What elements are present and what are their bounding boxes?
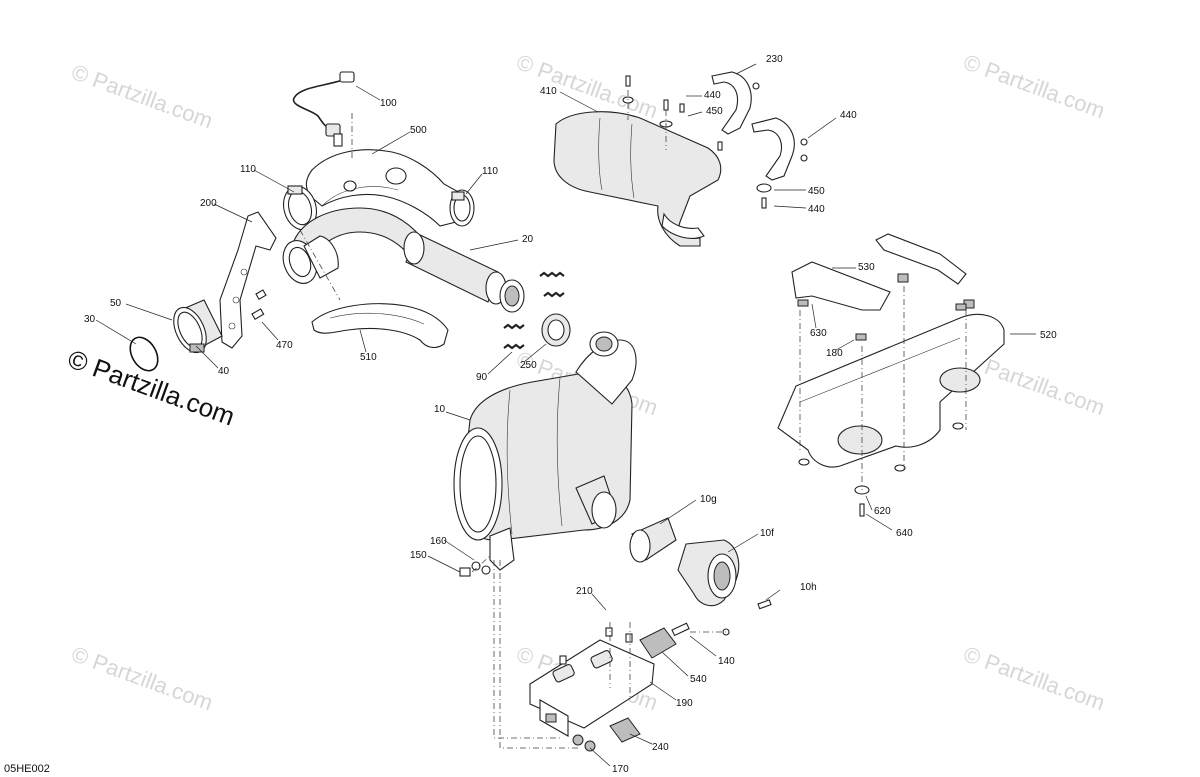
nuts-170 <box>572 734 596 752</box>
callout-20: 20 <box>522 234 534 245</box>
callout-520: 520 <box>1040 330 1057 341</box>
callout-210: 210 <box>576 586 593 597</box>
sleeve-50-clamp-40 <box>173 299 223 354</box>
callout-410: 410 <box>540 86 557 97</box>
callout-30: 30 <box>84 314 96 325</box>
watermark-bottom-left: © Partzilla.com <box>68 641 216 715</box>
block-240 <box>609 717 641 743</box>
callout-50: 50 <box>110 298 122 309</box>
callout-10h: 10h <box>800 582 817 593</box>
callout-140: 140 <box>718 656 735 667</box>
heat-shield-500 <box>305 149 467 227</box>
watermark-top-right: © Partzilla.com <box>960 49 1108 123</box>
callout-10: 10 <box>434 404 446 415</box>
callout-510: 510 <box>360 352 377 363</box>
hardware-410 <box>622 75 723 151</box>
tailpipe-10f <box>677 539 740 607</box>
leader-lines <box>95 63 1036 767</box>
callout-40: 40 <box>218 366 230 377</box>
callout-470: 470 <box>276 340 293 351</box>
callout-500: 500 <box>410 125 427 136</box>
watermark-bottom-right: © Partzilla.com <box>960 641 1108 715</box>
callout-440-c: 440 <box>808 204 825 215</box>
callout-10g: 10g <box>700 494 717 505</box>
callout-450-b: 450 <box>808 186 825 197</box>
heat-shield-520 <box>777 313 1005 468</box>
watermark-main: © Partzilla.com <box>64 343 239 431</box>
callouts: 100 500 110 110 200 20 50 30 40 470 510 … <box>84 54 1057 775</box>
callout-640: 640 <box>896 528 913 539</box>
callout-170: 170 <box>612 764 629 775</box>
washers-620-640 <box>798 422 964 517</box>
bracket-530 <box>791 233 975 341</box>
callout-240: 240 <box>652 742 669 753</box>
o-ring-30 <box>129 336 159 372</box>
callout-160: 160 <box>430 536 447 547</box>
callout-200: 200 <box>200 198 217 209</box>
callout-530: 530 <box>858 262 875 273</box>
callout-630: 630 <box>810 328 827 339</box>
callout-110-right: 110 <box>482 166 498 177</box>
outlet-stub <box>575 475 617 529</box>
tailpipe-10g <box>629 517 677 563</box>
callout-250: 250 <box>520 360 537 371</box>
callout-90: 90 <box>476 372 488 383</box>
strap-230 <box>711 71 808 209</box>
oxygen-sensor <box>292 71 355 147</box>
springs-90 <box>503 271 565 350</box>
heat-shield-510 <box>311 303 449 349</box>
callout-110-left: 110 <box>240 164 256 175</box>
watermark-top-left: © Partzilla.com <box>68 59 216 133</box>
callout-150: 150 <box>410 550 427 561</box>
exhaust-pipe-20 <box>282 207 525 313</box>
callout-450-a: 450 <box>706 106 723 117</box>
callout-620: 620 <box>874 506 891 517</box>
callout-190: 190 <box>676 698 693 709</box>
callout-440-b: 440 <box>840 110 857 121</box>
bolt-470 <box>251 289 267 320</box>
heat-shield-410 <box>553 111 722 247</box>
rubber-mount-540 <box>639 622 730 659</box>
callout-180: 180 <box>826 348 843 359</box>
mount-bracket-190 <box>529 627 655 737</box>
callout-540: 540 <box>690 674 707 685</box>
callout-230: 230 <box>766 54 783 65</box>
callout-100: 100 <box>380 98 397 109</box>
bolt-10h <box>757 599 772 610</box>
diagram-code: 05HE002 <box>4 763 50 775</box>
callout-10f: 10f <box>760 528 774 539</box>
clamp-110-right <box>449 189 475 227</box>
callout-440-a: 440 <box>704 90 721 101</box>
gasket-250 <box>541 313 571 347</box>
bracket-200 <box>219 211 277 349</box>
assembly-lines <box>299 90 967 749</box>
clamp-110-left <box>282 185 318 231</box>
